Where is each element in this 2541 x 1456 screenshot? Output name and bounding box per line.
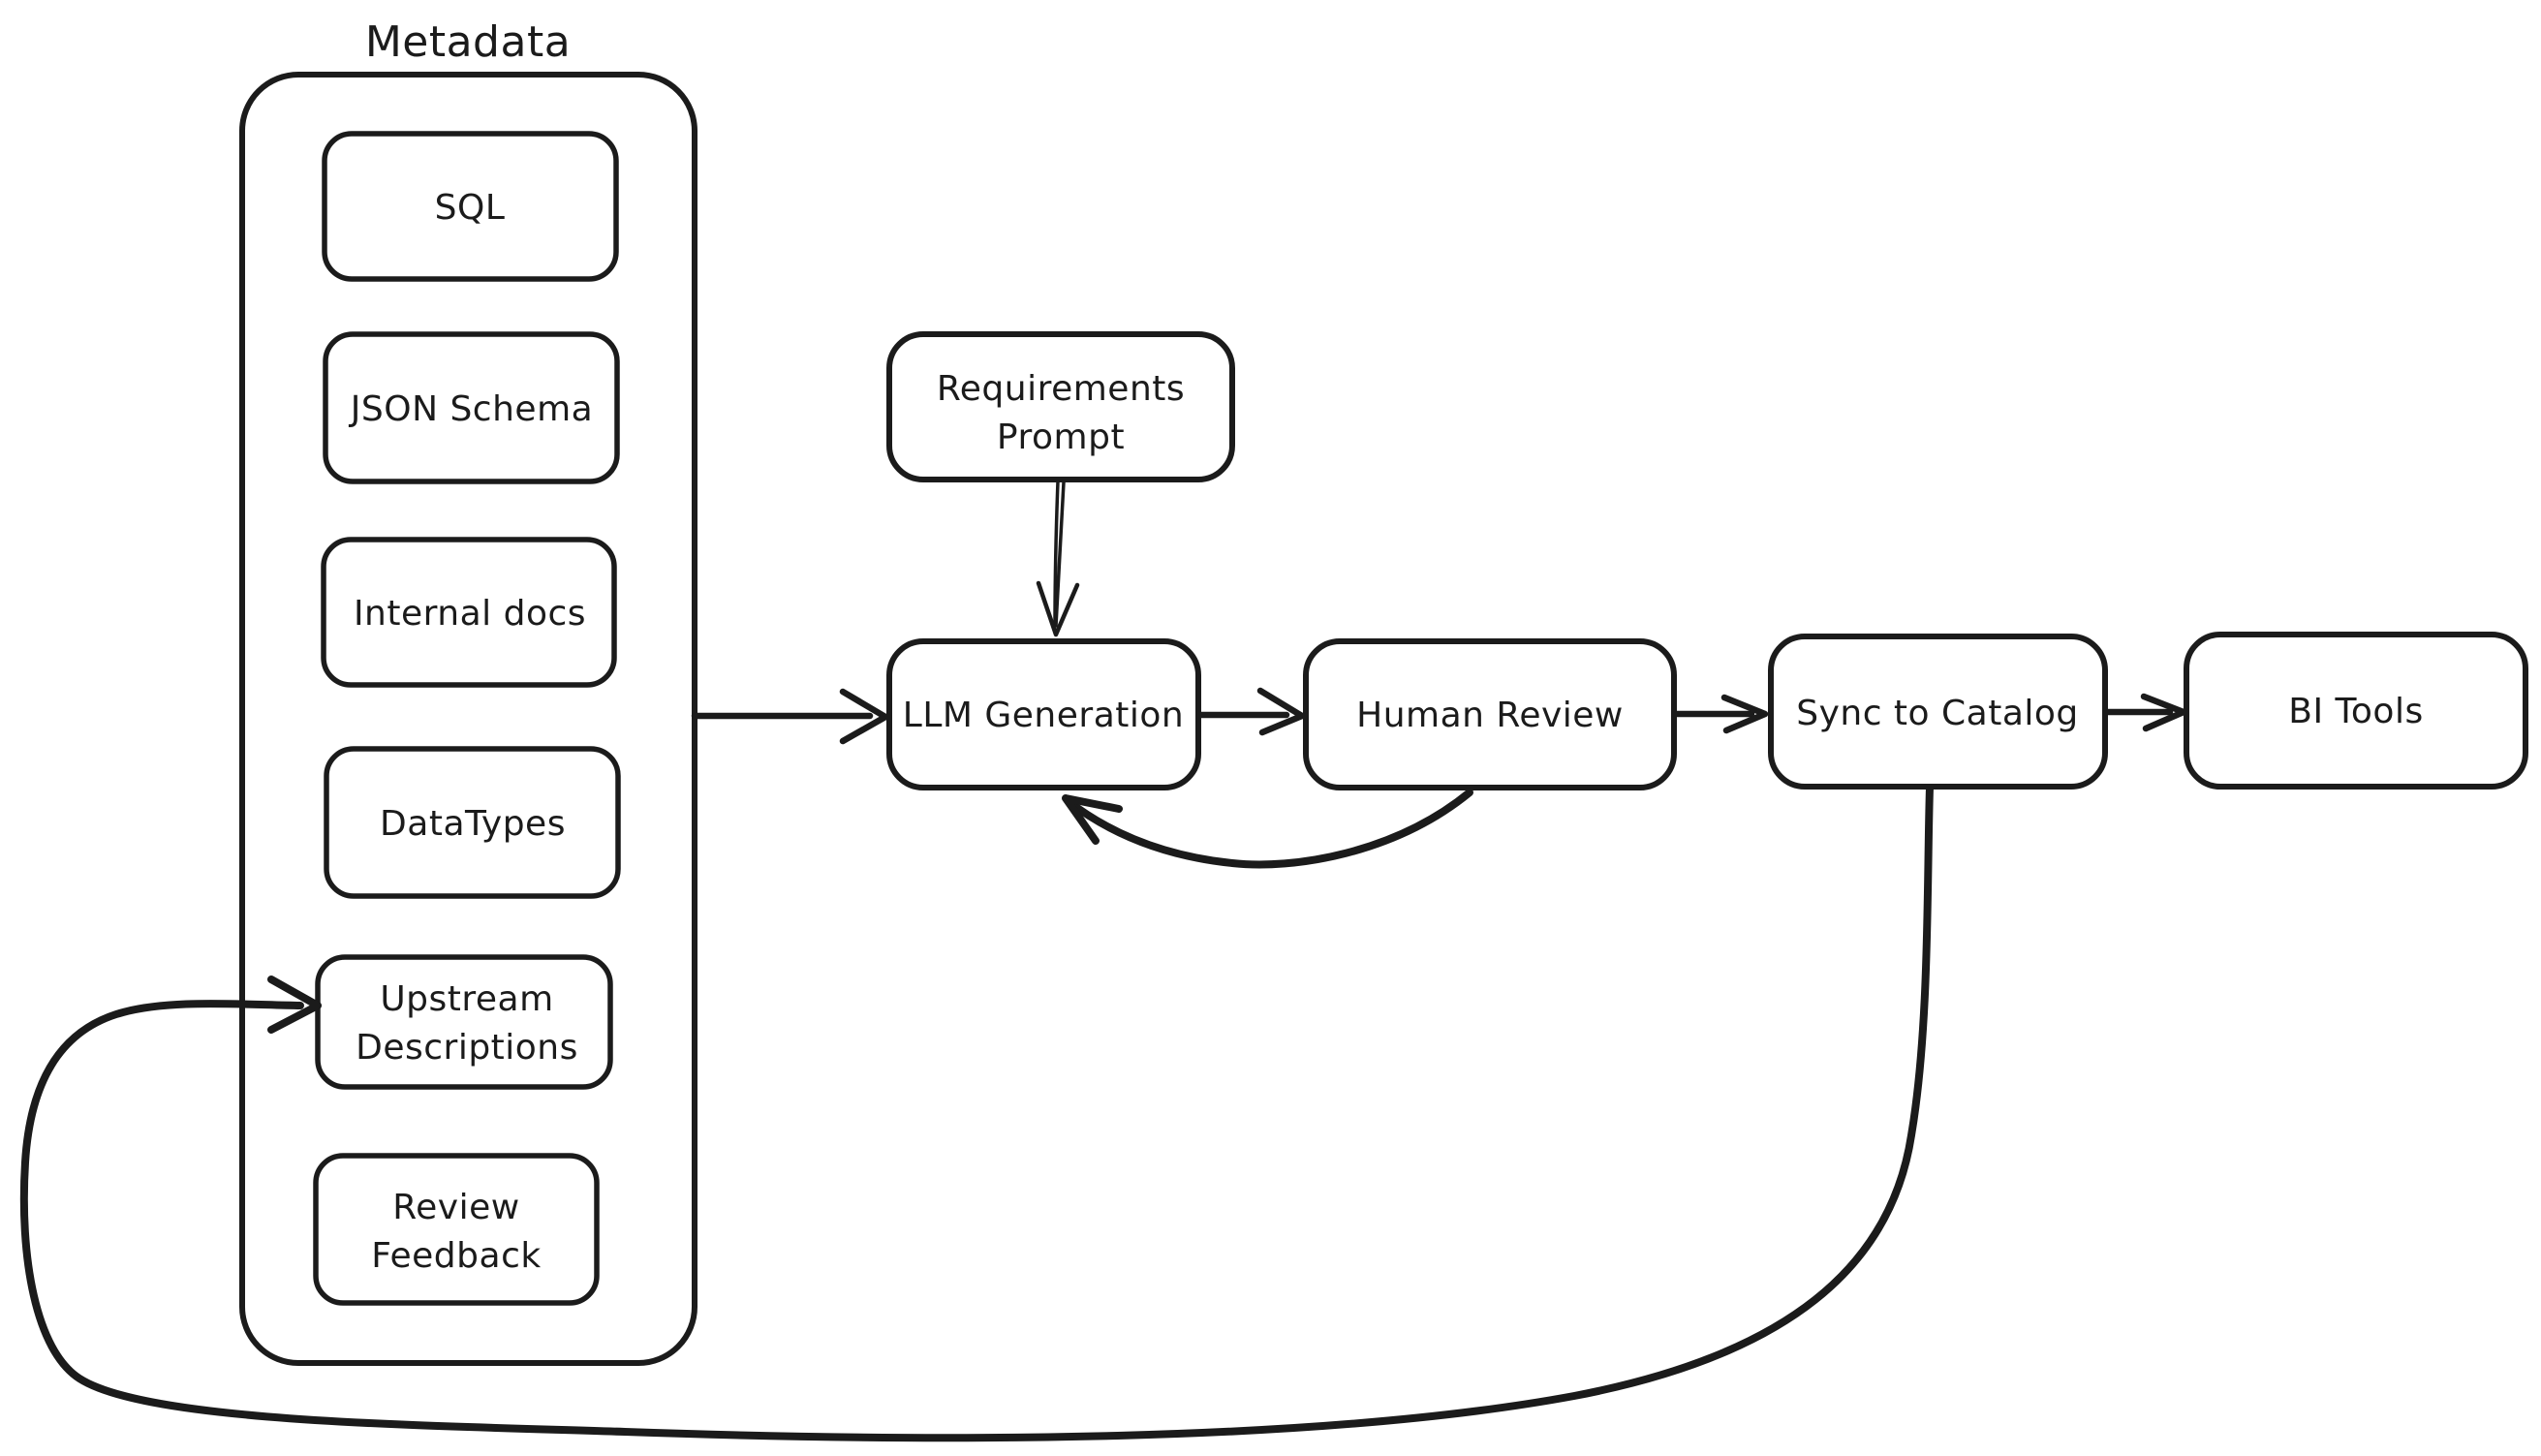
- node-sync-to-catalog-box: [1768, 634, 2108, 790]
- arrowhead-into-llm-generation-top: [1036, 580, 1080, 637]
- node-sync-to-catalog-label: Sync to Catalog: [1796, 694, 2079, 733]
- metadata-item-review-feedback-label-line1: Review: [392, 1188, 519, 1227]
- metadata-item-review-feedback-label-line2: Feedback: [371, 1236, 541, 1276]
- node-requirements-prompt-label-line2: Prompt: [997, 418, 1125, 457]
- metadata-item-internal-docs-label: Internal docs: [354, 594, 586, 634]
- arrowhead-into-bi-tools: [2140, 693, 2187, 732]
- edge-human-review-to-sync-to-catalog: [1670, 694, 1769, 734]
- arrowhead-feedback-into-llm-generation-bottom: [1062, 794, 1123, 845]
- edge-metadata-to-llm-generation: [691, 688, 889, 745]
- metadata-group: Metadata SQL JSON Schema Internal docs D…: [239, 17, 697, 1366]
- metadata-item-review-feedback-box: [313, 1153, 600, 1306]
- arrowhead-into-sync-to-catalog: [1720, 694, 1769, 734]
- metadata-item-json-schema: JSON Schema: [323, 331, 620, 484]
- metadata-item-upstream-descriptions-label-line1: Upstream: [380, 979, 553, 1019]
- metadata-item-sql-label: SQL: [435, 188, 506, 228]
- metadata-item-upstream-descriptions: Upstream Descriptions: [315, 954, 613, 1090]
- node-human-review-label: Human Review: [1356, 696, 1624, 735]
- node-llm-generation-box: [886, 638, 1201, 790]
- node-bi-tools: BI Tools: [2184, 632, 2528, 790]
- edge-requirements-prompt-to-llm-generation: [1036, 480, 1080, 637]
- metadata-item-upstream-descriptions-label-line2: Descriptions: [356, 1028, 578, 1068]
- metadata-group-title: Metadata: [365, 17, 571, 67]
- metadata-item-sql: SQL: [322, 131, 619, 282]
- metadata-item-internal-docs: Internal docs: [321, 537, 617, 688]
- node-bi-tools-label: BI Tools: [2288, 692, 2423, 731]
- node-requirements-prompt-label-line1: Requirements: [937, 369, 1185, 409]
- metadata-item-json-schema-label: JSON Schema: [349, 389, 593, 429]
- edge-human-review-feedback-to-llm-generation: [1062, 789, 1473, 869]
- node-requirements-prompt-box: [886, 331, 1235, 482]
- node-llm-generation: LLM Generation: [886, 638, 1201, 790]
- node-human-review: Human Review: [1303, 638, 1677, 790]
- edge-sync-to-catalog-to-bi-tools: [2103, 693, 2187, 732]
- edge-sync-to-catalog-to-upstream-descriptions: [19, 784, 1934, 1442]
- metadata-item-upstream-descriptions-box: [315, 954, 613, 1090]
- edge-llm-generation-to-human-review: [1194, 687, 1306, 736]
- metadata-item-sql-box: [322, 131, 619, 282]
- metadata-item-internal-docs-box: [321, 537, 617, 688]
- node-sync-to-catalog: Sync to Catalog: [1768, 634, 2108, 790]
- node-llm-generation-label: LLM Generation: [903, 696, 1184, 735]
- metadata-item-datatypes-label: DataTypes: [380, 804, 566, 844]
- metadata-item-review-feedback: Review Feedback: [313, 1153, 600, 1306]
- metadata-item-json-schema-box: [323, 331, 620, 484]
- arrowhead-into-llm-generation-left: [839, 688, 889, 745]
- arrowhead-into-human-review: [1256, 687, 1306, 736]
- arrowhead-into-upstream-descriptions: [267, 976, 322, 1034]
- node-requirements-prompt: Requirements Prompt: [886, 331, 1235, 482]
- metadata-item-datatypes-box: [324, 746, 621, 899]
- node-bi-tools-box: [2184, 632, 2528, 790]
- metadata-item-datatypes: DataTypes: [324, 746, 621, 899]
- node-human-review-box: [1303, 638, 1677, 790]
